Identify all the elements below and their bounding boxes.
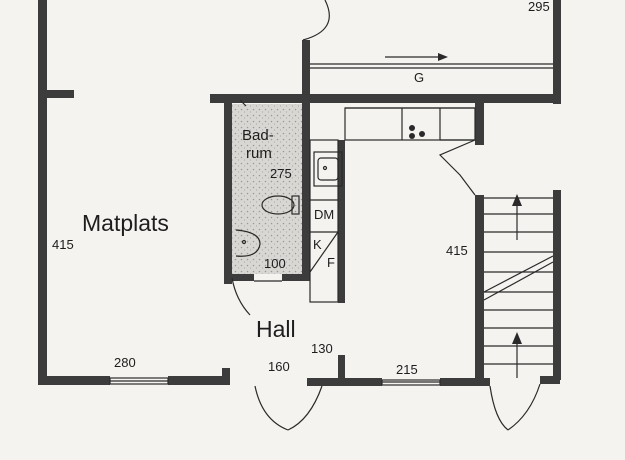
walls [38, 0, 561, 386]
fixture-label-dm: DM [314, 207, 335, 222]
room-label-garage: G [414, 70, 425, 85]
dimension-window-left: 280 [114, 355, 136, 370]
room-label-bad-line2: rum [246, 145, 272, 162]
fixture-label-k: K [313, 237, 322, 252]
room-label-matplats: Matplats [82, 210, 169, 236]
dimension-hall-height: 130 [311, 341, 333, 356]
dimension-window-right: 215 [396, 362, 418, 377]
dimension-bad-width: 275 [270, 166, 292, 181]
dimension-top-right: 295 [528, 0, 550, 14]
dimension-matplats-height: 415 [52, 237, 74, 252]
dimension-stair-height: 415 [446, 243, 468, 258]
room-label-bad-line1: Bad- [242, 127, 274, 144]
dimension-bad-small: 100 [264, 256, 286, 271]
fixture-label-f: F [327, 255, 335, 270]
arrow-heads [409, 53, 522, 344]
room-label-hall: Hall [256, 316, 296, 342]
dimension-door-front: 160 [268, 359, 290, 374]
bathroom-floor [232, 104, 302, 274]
thin-lines [109, 0, 554, 431]
